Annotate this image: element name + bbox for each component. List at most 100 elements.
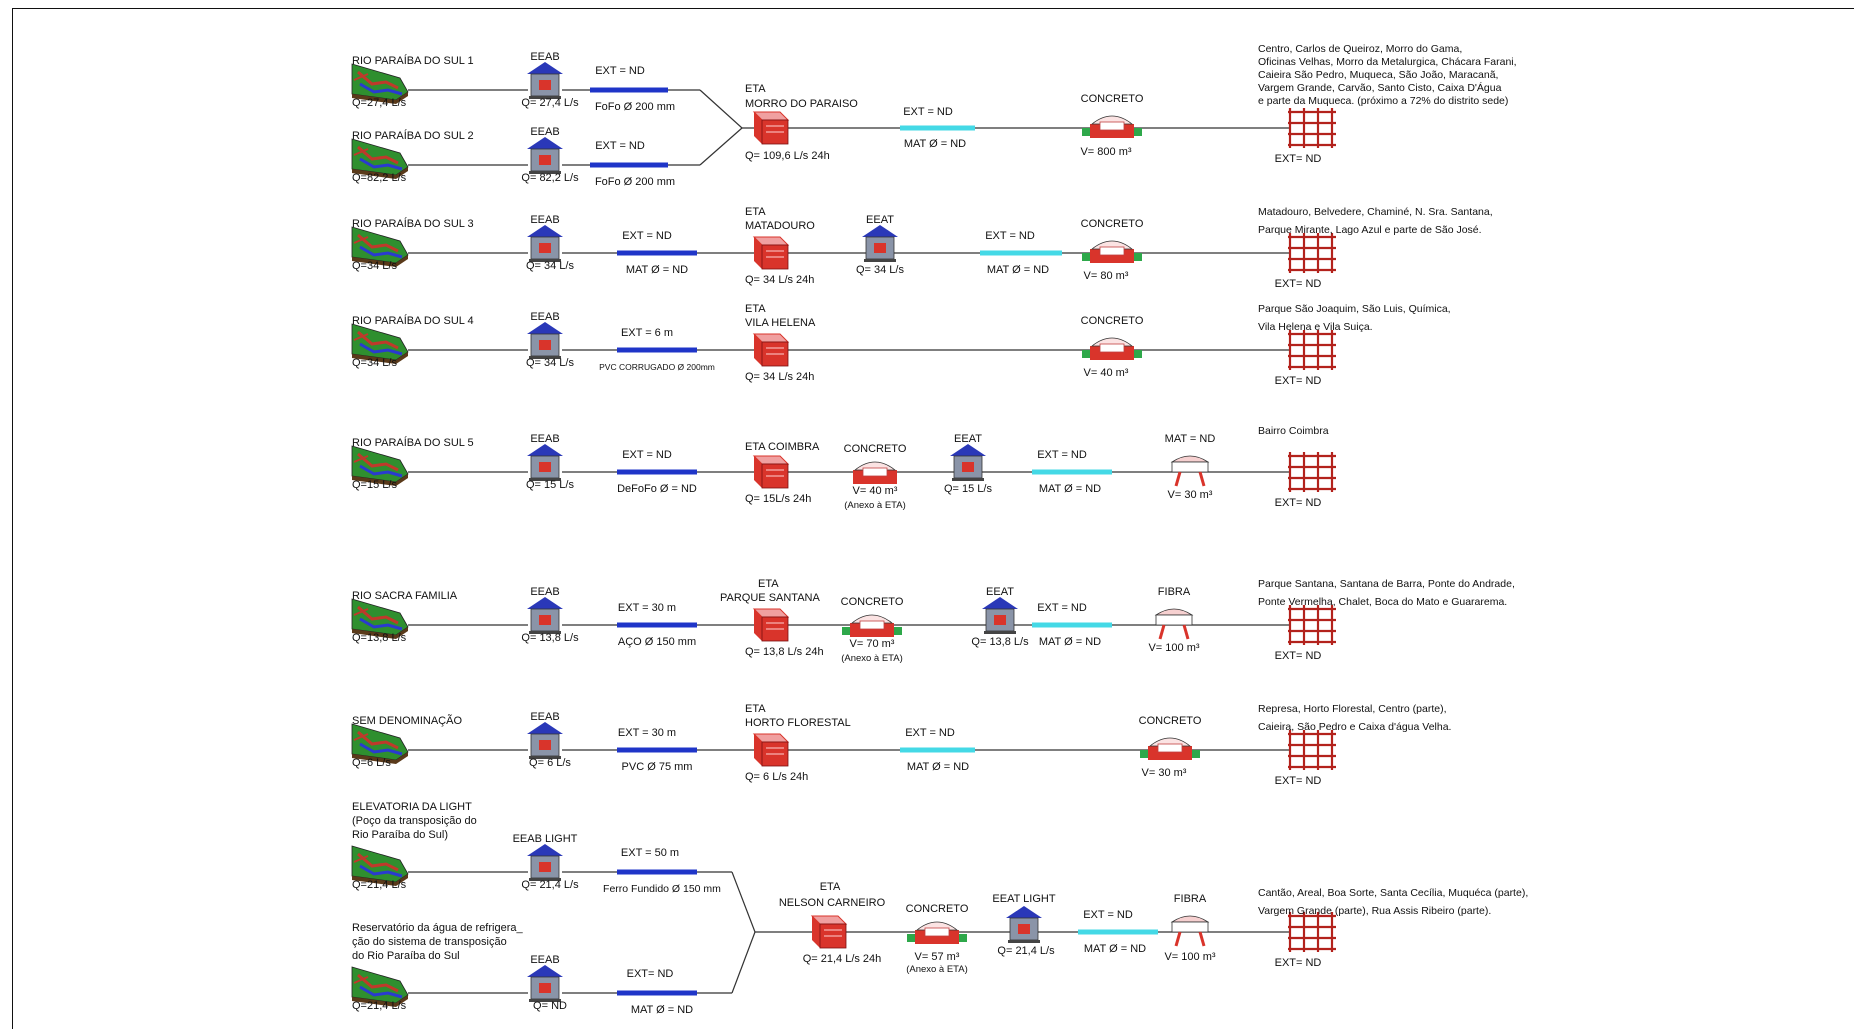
source-name: RIO PARAÍBA DO SUL 2 xyxy=(352,129,474,142)
served-area: Oficinas Velhas, Morro da Metalurgica, C… xyxy=(1258,56,1517,68)
reservoir-volume: V= 40 m³ xyxy=(853,485,898,497)
pipe-material: PVC CORRUGADO Ø 200mm xyxy=(599,362,715,372)
pipe-material: DeFoFo Ø = ND xyxy=(617,483,697,495)
eta-flow: Q= 6 L/s 24h xyxy=(745,771,808,783)
concrete-reservoir-icon xyxy=(1140,737,1200,760)
eeat-label: EEAT LIGHT xyxy=(992,893,1055,905)
served-area: Parque Santana, Santana de Barra, Ponte … xyxy=(1258,578,1515,590)
eeab-flow: Q= 82,2 L/s xyxy=(521,172,579,184)
connector-line xyxy=(731,871,756,933)
eta-flow: Q= 109,6 L/s 24h xyxy=(745,150,830,162)
eeat-flow: Q= 34 L/s xyxy=(856,264,905,276)
pipe-material: MAT Ø = ND xyxy=(631,1004,693,1016)
network-length: EXT= ND xyxy=(1275,375,1322,387)
eta-name: HORTO FLORESTAL xyxy=(745,717,851,729)
served-area: Vargem Grande (parte), Rua Assis Ribeiro… xyxy=(1258,905,1491,917)
pipe-length: EXT = ND xyxy=(595,140,645,152)
served-area: e parte da Muqueca. (próximo a 72% do di… xyxy=(1258,95,1508,107)
source-name: Rio Paraíba do Sul) xyxy=(352,829,448,841)
reservoir-volume: V= 100 m³ xyxy=(1148,642,1199,654)
pipe-material: MAT Ø = ND xyxy=(987,264,1049,276)
concrete-reservoir-icon xyxy=(907,921,967,944)
pump-station-icon xyxy=(982,597,1018,634)
treatment-plant-icon xyxy=(810,915,848,949)
treatment-plant-icon xyxy=(752,236,790,270)
treatment-plant-icon xyxy=(752,333,790,367)
network-length: EXT= ND xyxy=(1275,775,1322,787)
pipe-material: Ferro Fundido Ø 150 mm xyxy=(603,883,721,895)
distribution-network-icon xyxy=(1288,912,1336,952)
eeat-flow: Q= 13,8 L/s xyxy=(971,636,1029,648)
served-area: Matadouro, Belvedere, Chaminé, N. Sra. S… xyxy=(1258,206,1493,218)
reservoir-volume: V= 30 m³ xyxy=(1168,489,1213,501)
eta-name: NELSON CARNEIRO xyxy=(779,897,886,909)
elevated-reservoir-icon xyxy=(1170,455,1210,487)
concrete-reservoir-icon xyxy=(853,461,897,484)
eta-flow: Q= 34 L/s 24h xyxy=(745,371,814,383)
distribution-network-icon xyxy=(1288,108,1336,148)
river-intake-icon xyxy=(351,323,409,364)
source-name: RIO PARAÍBA DO SUL 1 xyxy=(352,54,474,67)
pipe-length: EXT = ND xyxy=(985,230,1035,242)
pipe-length: EXT = ND xyxy=(1037,449,1087,461)
eta-name: MORRO DO PARAISO xyxy=(745,98,858,110)
reservoir-label: CONCRETO xyxy=(1081,315,1144,327)
eta-label: ETA xyxy=(745,303,766,315)
pipe-length: EXT = ND xyxy=(1083,909,1133,921)
eta-flow: Q= 15L/s 24h xyxy=(745,493,811,505)
pipe-length: EXT = ND xyxy=(622,230,672,242)
served-area: Centro, Carlos de Queiroz, Morro do Gama… xyxy=(1258,43,1462,55)
reservoir-label: CONCRETO xyxy=(841,596,904,608)
pipe-material: MAT Ø = ND xyxy=(907,761,969,773)
river-intake-icon xyxy=(351,63,409,104)
served-area: Vila Helena e Vila Suiça. xyxy=(1258,321,1373,333)
concrete-reservoir-icon xyxy=(1082,240,1142,263)
eeab-label: EEAB xyxy=(530,711,559,723)
reservoir-label: CONCRETO xyxy=(1081,218,1144,230)
pipe-material: MAT Ø = ND xyxy=(626,264,688,276)
served-area: Bairro Coimbra xyxy=(1258,425,1329,437)
pipe-length: EXT = 30 m xyxy=(618,602,676,614)
connector-line xyxy=(699,127,743,166)
elevated-reservoir-icon xyxy=(1154,608,1194,640)
distribution-network-icon xyxy=(1288,605,1336,645)
eeab-flow: Q= 27,4 L/s xyxy=(521,97,579,109)
eeab-label: EEAB xyxy=(530,586,559,598)
eta-label: ETA xyxy=(745,703,766,715)
eeab-label: EEAB xyxy=(530,126,559,138)
source-name: RIO SACRA FAMILIA xyxy=(352,590,458,602)
pipe-material: AÇO Ø 150 mm xyxy=(618,636,696,648)
eeab-flow: Q= 21,4 L/s xyxy=(521,879,579,891)
distribution-network-icon xyxy=(1288,330,1336,370)
eeab-label: EEAB xyxy=(530,311,559,323)
treatment-plant-icon xyxy=(752,455,790,489)
pipe-material: PVC Ø 75 mm xyxy=(622,761,693,773)
pipe-length: EXT= ND xyxy=(627,968,674,980)
source-flow: Q=34 L/s xyxy=(352,357,397,369)
source-name: SEM DENOMINAÇÃO xyxy=(352,714,462,727)
served-area: Parque Mirante, Lago Azul e parte de São… xyxy=(1258,224,1482,236)
river-intake-icon xyxy=(351,226,409,267)
source-flow: Q=13,8 L/s xyxy=(352,632,407,644)
eeab-flow: Q= 34 L/s xyxy=(526,260,575,272)
connector-line xyxy=(731,931,756,994)
pipe-material: FoFo Ø 200 mm xyxy=(595,176,675,188)
treatment-plant-icon xyxy=(752,733,790,767)
eeat-flow: Q= 21,4 L/s xyxy=(997,945,1055,957)
river-intake-icon xyxy=(351,845,409,886)
served-area: Represa, Horto Florestal, Centro (parte)… xyxy=(1258,703,1447,715)
eta-name: PARQUE SANTANA xyxy=(720,592,820,604)
reservoir-volume: V= 800 m³ xyxy=(1080,146,1131,158)
pump-station-icon xyxy=(1006,906,1042,943)
eeab-label: EEAB xyxy=(530,51,559,63)
reservoir-volume: V= 30 m³ xyxy=(1142,767,1187,779)
treatment-plant-icon xyxy=(752,111,790,145)
source-name: Reservatório da água de refrigera_ xyxy=(352,922,523,934)
served-area: Caieira São Pedro, Muqueca, São João, Ma… xyxy=(1258,69,1498,81)
source-flow: Q=82,2 L/s xyxy=(352,172,407,184)
source-name: ção do sistema de transposição xyxy=(352,936,507,948)
eeab-flow: Q= 6 L/s xyxy=(529,757,571,769)
concrete-reservoir-icon xyxy=(842,614,902,637)
distribution-network-icon xyxy=(1288,233,1336,273)
